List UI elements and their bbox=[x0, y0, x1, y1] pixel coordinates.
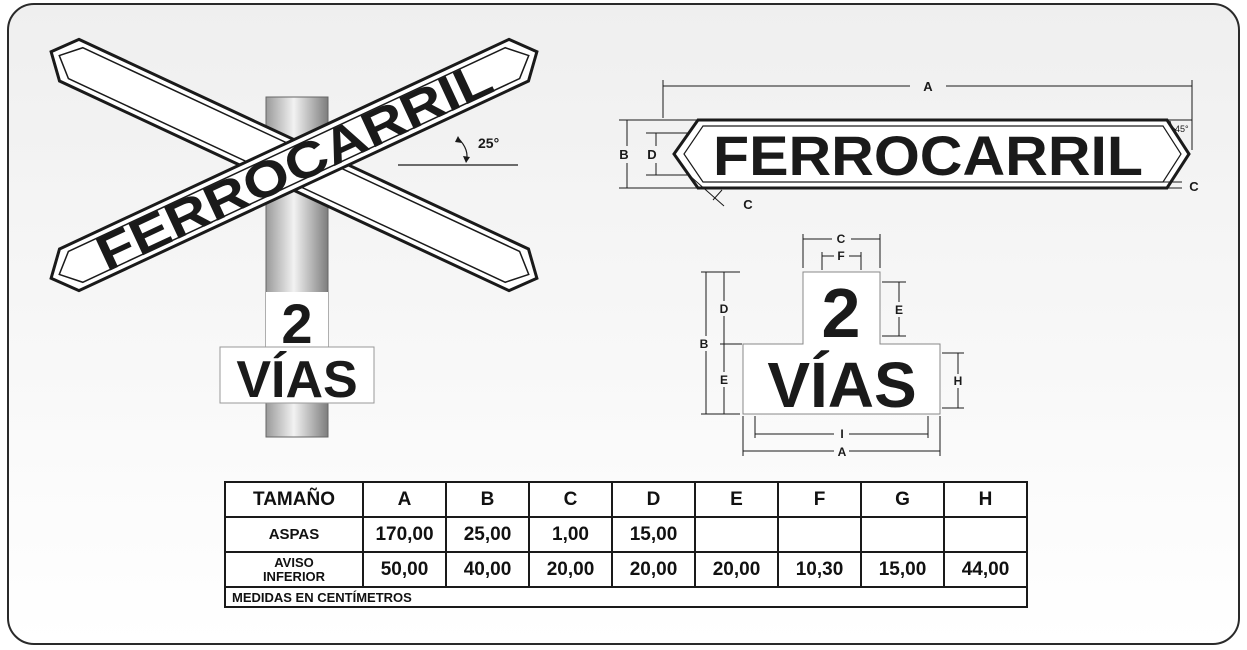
blade-dim-b: B bbox=[619, 147, 628, 162]
table-cell bbox=[860, 516, 945, 553]
plate-dim-c: C bbox=[837, 232, 846, 246]
table-cell bbox=[777, 516, 862, 553]
plate-dim-f: F bbox=[837, 249, 844, 263]
column-header-b: B bbox=[445, 481, 530, 518]
dimensions-table: TAMAÑO A B C D E F G H ASPAS 170,00 25,0… bbox=[224, 481, 1028, 608]
column-header-e: E bbox=[694, 481, 779, 518]
row-label-line-1: AVISO bbox=[274, 554, 314, 570]
plate-dim-b: B bbox=[700, 337, 709, 351]
row-label-line-2: INFERIOR bbox=[262, 568, 326, 584]
column-header-g: G bbox=[860, 481, 945, 518]
table-cell: 15,00 bbox=[860, 551, 945, 588]
table-cell: 170,00 bbox=[362, 516, 447, 553]
tracks-word: VÍAS bbox=[236, 351, 357, 409]
plate-dim-e-right: E bbox=[895, 303, 903, 317]
column-header-f: F bbox=[777, 481, 862, 518]
column-header-d: D bbox=[611, 481, 696, 518]
plate-detail-number: 2 bbox=[822, 274, 861, 352]
plate-dim-e-left: E bbox=[720, 373, 728, 387]
tracks-plate: 2 VÍAS bbox=[219, 292, 375, 409]
units-note: MEDIDAS EN CENTÍMETROS bbox=[224, 586, 1028, 608]
blade-angle-label: 45° bbox=[1175, 124, 1189, 134]
table-header-row: TAMAÑO A B C D E F G H bbox=[224, 481, 1028, 518]
table-cell: 1,00 bbox=[528, 516, 613, 553]
angle-callout: 25° bbox=[398, 135, 518, 166]
blade-dim-a: A bbox=[923, 79, 933, 94]
plate-dim-a: A bbox=[838, 445, 847, 459]
table-cell: 20,00 bbox=[611, 551, 696, 588]
plate-dimension-detail: 2 VÍAS C F B D E E bbox=[700, 232, 964, 459]
table-cell: 20,00 bbox=[528, 551, 613, 588]
plate-dim-d: D bbox=[720, 302, 729, 316]
plate-outline bbox=[742, 271, 941, 415]
table-row-aviso-inferior: AVISO INFERIOR 50,00 40,00 20,00 20,00 2… bbox=[224, 551, 1028, 588]
blade-dim-c-right: C bbox=[1189, 179, 1199, 194]
plate-dim-i: I bbox=[840, 427, 843, 441]
table-cell: 15,00 bbox=[611, 516, 696, 553]
table-row-aspas: ASPAS 170,00 25,00 1,00 15,00 bbox=[224, 516, 1028, 553]
table-cell: 25,00 bbox=[445, 516, 530, 553]
blade-dimension-detail: FERROCARRIL A B D C C 45° bbox=[619, 79, 1199, 212]
table-cell: 40,00 bbox=[445, 551, 530, 588]
column-header-c: C bbox=[528, 481, 613, 518]
table-corner-header: TAMAÑO bbox=[224, 481, 364, 518]
plate-dim-h: H bbox=[954, 374, 963, 388]
blade-detail-word: FERROCARRIL bbox=[713, 124, 1143, 187]
column-header-h: H bbox=[943, 481, 1028, 518]
angle-label: 25° bbox=[478, 135, 499, 151]
row-label-aviso-inferior: AVISO INFERIOR bbox=[224, 551, 364, 588]
table-cell: 20,00 bbox=[694, 551, 779, 588]
blade-dim-d: D bbox=[647, 147, 656, 162]
table-cell: 10,30 bbox=[777, 551, 862, 588]
table-note-row: MEDIDAS EN CENTÍMETROS bbox=[224, 586, 1028, 608]
tracks-number: 2 bbox=[281, 292, 312, 355]
table-cell: 44,00 bbox=[943, 551, 1028, 588]
column-header-a: A bbox=[362, 481, 447, 518]
table-cell bbox=[943, 516, 1028, 553]
blade-dim-c-left: C bbox=[743, 197, 753, 212]
plate-detail-word: VÍAS bbox=[767, 349, 916, 421]
row-label-aspas: ASPAS bbox=[224, 516, 364, 553]
table-cell bbox=[694, 516, 779, 553]
table-cell: 50,00 bbox=[362, 551, 447, 588]
